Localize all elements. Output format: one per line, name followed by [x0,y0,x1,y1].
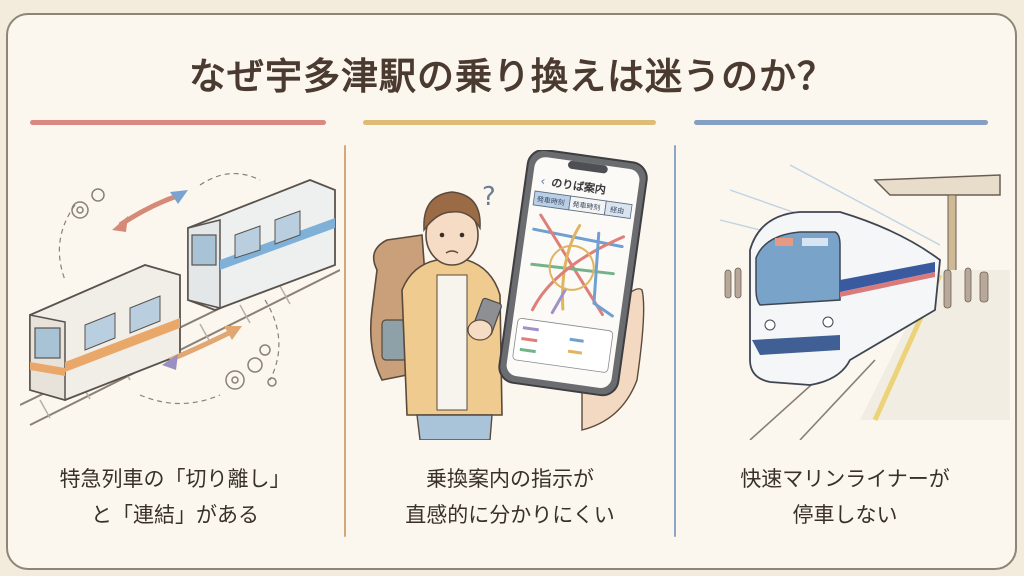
caption-line: 直感的に分かりにくい [405,503,615,527]
svg-text:‹: ‹ [540,174,547,189]
svg-text:発車時刻: 発車時刻 [536,194,565,207]
column-divider-1 [344,145,346,537]
train-coupling-icon [20,172,340,426]
illustration-train-coupling [20,150,340,440]
caption-line: 特急列車の「切り離し」 [59,467,291,491]
svg-text:経由: 経由 [610,205,625,216]
caption-line: 乗換案内の指示が [426,467,594,491]
illustration-marine-liner-platform [690,150,1010,440]
marine-liner-train-icon [719,164,1010,440]
page-title: なぜ宇多津駅の乗り換えは迷うのか？ [189,55,835,98]
caption-line: 停車しない [792,503,898,527]
caption-line: と「連結」がある [91,503,259,527]
caption-coupling: 特急列車の「切り離し」 と「連結」がある [10,461,340,533]
caption-transfer-guide: 乗換案内の指示が 直感的に分かりにくい [345,461,675,533]
column-divider-2 [674,145,676,537]
accent-rule-gold [363,120,656,125]
caption-marine-liner: 快速マリンライナーが 停車しない [680,461,1010,533]
traveler-with-phone-icon: ? ‹ のりば案内 発車時刻 発車時刻 経由 [369,150,648,440]
illustration-confused-traveler: ? ‹ のりば案内 発車時刻 発車時刻 経由 [352,150,672,440]
caption-line: 快速マリンライナーが [740,467,950,491]
accent-rule-blue [694,120,988,125]
svg-text:?: ? [482,182,496,212]
accent-rule-red [30,120,326,125]
svg-text:発車時刻: 発車時刻 [572,199,601,212]
